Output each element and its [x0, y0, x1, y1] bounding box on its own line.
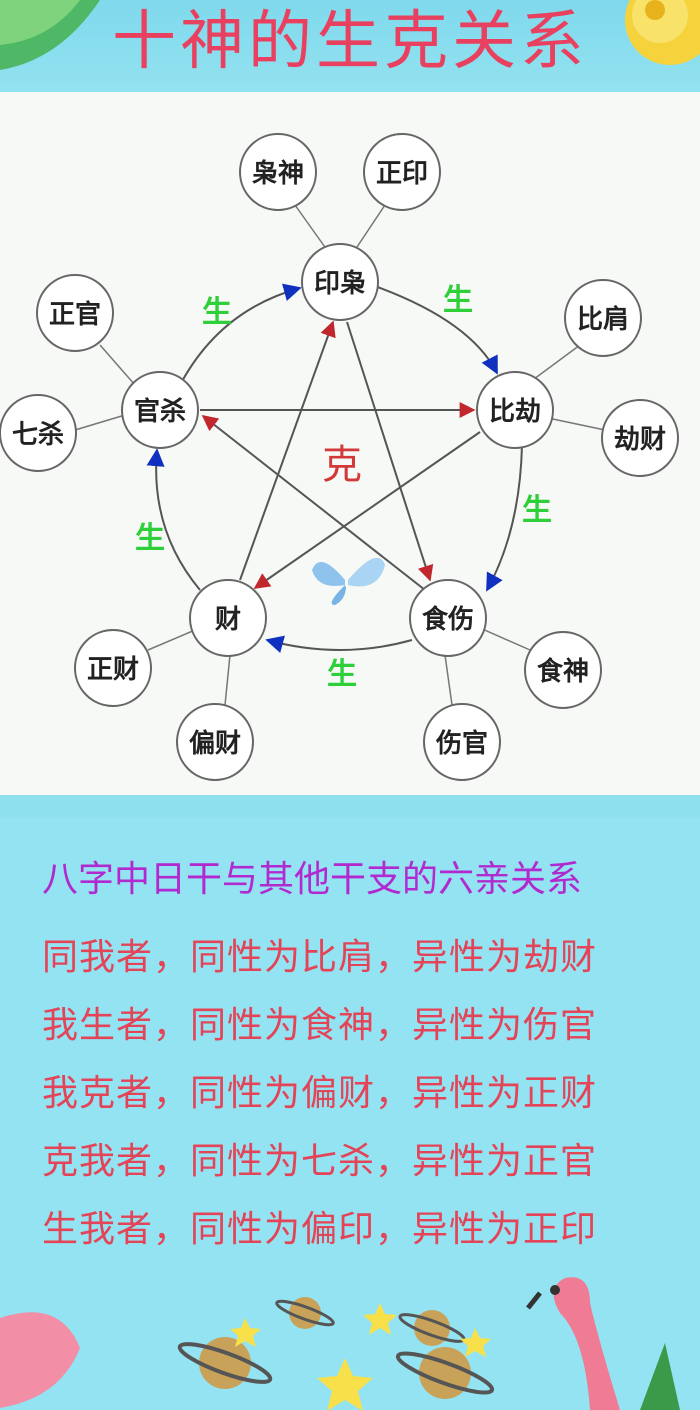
ke-star — [200, 320, 481, 591]
planet-icon — [275, 1297, 335, 1329]
node-piancai — [176, 703, 254, 781]
label-yin: 印枭 — [314, 268, 366, 299]
ke-arrow-yin-shi — [346, 321, 434, 582]
label-zhengguan: 正官 — [49, 299, 101, 330]
spokes — [74, 204, 606, 706]
sheng-label-2: 生 — [522, 493, 552, 528]
node-jiecai — [601, 399, 679, 477]
sheng-arrow-guan-yin — [179, 283, 302, 386]
label-guan: 官杀 — [134, 396, 186, 427]
planet-icon — [177, 1337, 273, 1389]
relations-subtitle: 八字中日干与其他干支的六亲关系 — [42, 859, 583, 900]
sheng-arrow-shi-cai — [265, 635, 413, 653]
label-jiecai: 劫财 — [614, 425, 666, 455]
star-icon — [363, 1303, 397, 1335]
header-banner: 十神的生克关系 — [0, 0, 700, 92]
node-zhengyin — [363, 133, 441, 211]
label-zhengyin: 正印 — [376, 159, 428, 189]
sheng-label-3: 生 — [327, 657, 357, 692]
ke-arrow-cai-yin — [239, 320, 336, 581]
planet-icon — [398, 1310, 466, 1346]
label-piancai: 偏财 — [189, 728, 241, 759]
label-zhengcai: 正财 — [87, 655, 139, 685]
sheng-label-4: 生 — [135, 521, 165, 556]
node-shangguan — [423, 703, 501, 781]
node-zhengcai — [74, 629, 152, 707]
star-icon — [230, 1318, 261, 1347]
star-icon — [317, 1358, 373, 1410]
label-cai: 财 — [215, 605, 241, 635]
relations-panel: 八字中日干与其他干支的六亲关系 同我者，同性为比肩，异性为劫财 我生者，同性为食… — [0, 818, 700, 1410]
rule-line: 我生者，同性为食神，异性为伤官 — [42, 1005, 598, 1046]
diagram-svg: 印枭 比劫 食伤 财 官杀 枭神 正印 比肩 劫财 食神 伤官 偏财 正财 七杀… — [0, 133, 679, 781]
label-shishen: 食神 — [537, 656, 589, 687]
sub-nodes — [0, 133, 679, 781]
node-xiaoshen — [239, 133, 317, 211]
rule-line: 同我者，同性为比肩，异性为劫财 — [42, 937, 598, 978]
ten-gods-diagram: 印枭 比劫 食伤 财 官杀 枭神 正印 比肩 劫财 食神 伤官 偏财 正财 七杀… — [0, 92, 700, 795]
node-shi — [409, 579, 487, 657]
leaf-decoration — [0, 0, 100, 70]
star-icon — [460, 1328, 491, 1357]
node-cai — [189, 579, 267, 657]
label-xiaoshen: 枭神 — [252, 158, 304, 189]
flower-decoration — [625, 0, 700, 65]
node-yin — [301, 243, 379, 321]
sheng-label-1: 生 — [443, 283, 473, 318]
label-bijian: 比肩 — [577, 304, 629, 335]
node-shishen — [524, 631, 602, 709]
butterfly-icon — [312, 557, 385, 605]
bottom-decoration — [0, 1277, 680, 1410]
ke-center-label: 克 — [322, 442, 362, 488]
label-shi: 食伤 — [422, 604, 474, 635]
rule-line: 克我者，同性为七杀，异性为正官 — [42, 1141, 598, 1182]
rule-line: 我克者，同性为偏财，异性为正财 — [42, 1073, 598, 1114]
flamingo-icon — [526, 1277, 620, 1410]
sheng-arrow-cai-guan — [146, 448, 201, 591]
label-shangguan: 伤官 — [435, 728, 488, 759]
main-nodes — [121, 243, 554, 657]
node-bijian — [564, 279, 642, 357]
sheng-label-5: 生 — [202, 295, 232, 330]
page-title: 十神的生克关系 — [112, 5, 588, 79]
label-bi: 比劫 — [489, 397, 541, 427]
node-bi — [476, 371, 554, 449]
rule-line: 生我者，同性为偏印，异性为正印 — [42, 1209, 598, 1250]
sheng-arrow-bi-shi — [486, 444, 523, 592]
sheng-cycle — [146, 283, 523, 653]
node-qisha — [0, 394, 77, 472]
label-qisha: 七杀 — [12, 419, 64, 450]
node-zhengguan — [36, 274, 114, 352]
node-guan — [121, 371, 199, 449]
planet-icon — [395, 1347, 495, 1399]
sheng-arrow-yin-bi — [371, 284, 498, 375]
ke-arrow-bi-cai — [253, 431, 481, 589]
ke-arrow-shi-guan — [201, 415, 426, 591]
